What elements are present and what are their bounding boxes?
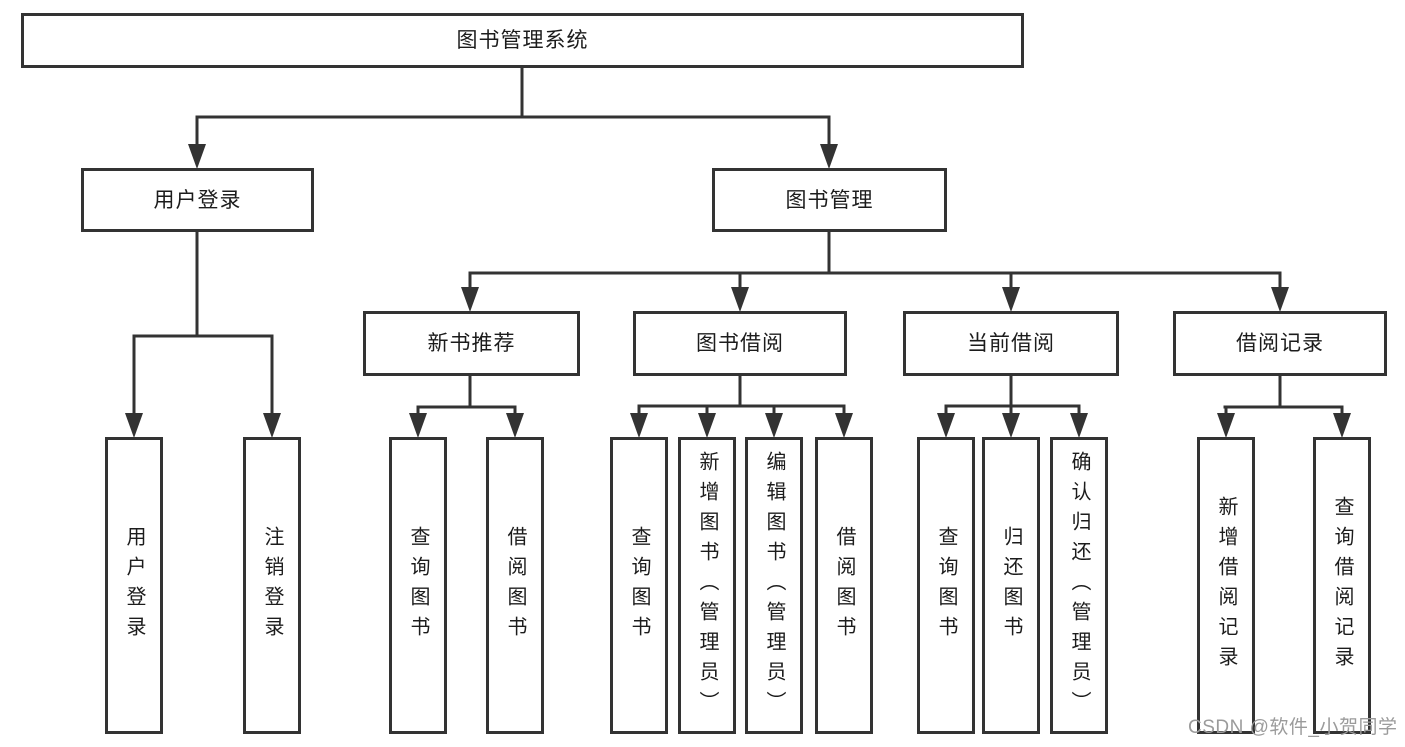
connector-bookmgmt-to-level3: [468, 232, 1282, 289]
arrowhead-icon: [263, 413, 281, 438]
leaf-edit-book-admin: 编辑图书（管理员）: [745, 437, 803, 734]
leaf-logout-login: 注销登录: [243, 437, 301, 734]
leaf-query-book-under-borrowing: 查询图书: [610, 437, 668, 734]
node-root-library-system: 图书管理系统: [21, 13, 1024, 68]
arrowhead-icon: [765, 413, 783, 438]
connector-bookborrow-to-leaves: [637, 376, 846, 416]
leaf-user-login: 用户登录: [105, 437, 163, 734]
leaf-return-book: 归还图书: [982, 437, 1040, 734]
arrowhead-icon: [1002, 287, 1020, 312]
node-book-management: 图书管理: [712, 168, 947, 232]
leaf-borrow-book-under-borrowing: 借阅图书: [815, 437, 873, 734]
node-new-book-recommend: 新书推荐: [363, 311, 580, 376]
connector-borrowrecords-to-leaves: [1223, 376, 1344, 416]
arrowhead-icon: [630, 413, 648, 438]
leaf-confirm-return-admin: 确认归还（管理员）: [1050, 437, 1108, 734]
arrowhead-icon: [461, 287, 479, 312]
connector-root-to-level2: [195, 68, 831, 146]
node-current-borrowing: 当前借阅: [903, 311, 1119, 376]
arrowhead-icon: [1002, 413, 1020, 438]
arrowhead-icon: [937, 413, 955, 438]
arrowhead-icon: [731, 287, 749, 312]
arrowhead-icon: [698, 413, 716, 438]
arrowhead-icon: [1271, 287, 1289, 312]
arrowhead-icon: [409, 413, 427, 438]
node-user-login: 用户登录: [81, 168, 314, 232]
node-book-borrowing: 图书借阅: [633, 311, 847, 376]
arrowhead-icon: [835, 413, 853, 438]
leaf-query-book-under-current: 查询图书: [917, 437, 975, 734]
arrowhead-icon: [506, 413, 524, 438]
leaf-query-borrow-record: 查询借阅记录: [1313, 437, 1371, 734]
arrowhead-icon: [188, 144, 206, 169]
connector-userlogin-to-leaves: [132, 232, 274, 416]
leaf-borrow-book-under-recommend: 借阅图书: [486, 437, 544, 734]
connector-newbookrec-to-leaves: [416, 376, 517, 416]
arrowheads: [125, 144, 1351, 438]
leaf-query-book-under-recommend: 查询图书: [389, 437, 447, 734]
csdn-watermark: CSDN @软件_小贺同学: [1188, 717, 1398, 738]
arrowhead-icon: [1333, 413, 1351, 438]
node-borrow-records: 借阅记录: [1173, 311, 1387, 376]
arrowhead-icon: [125, 413, 143, 438]
leaf-add-borrow-record: 新增借阅记录: [1197, 437, 1255, 734]
arrowhead-icon: [1217, 413, 1235, 438]
connector-currentborrow-to-leaves: [944, 376, 1081, 416]
leaf-add-book-admin: 新增图书（管理员）: [678, 437, 736, 734]
arrowhead-icon: [820, 144, 838, 169]
arrowhead-icon: [1070, 413, 1088, 438]
